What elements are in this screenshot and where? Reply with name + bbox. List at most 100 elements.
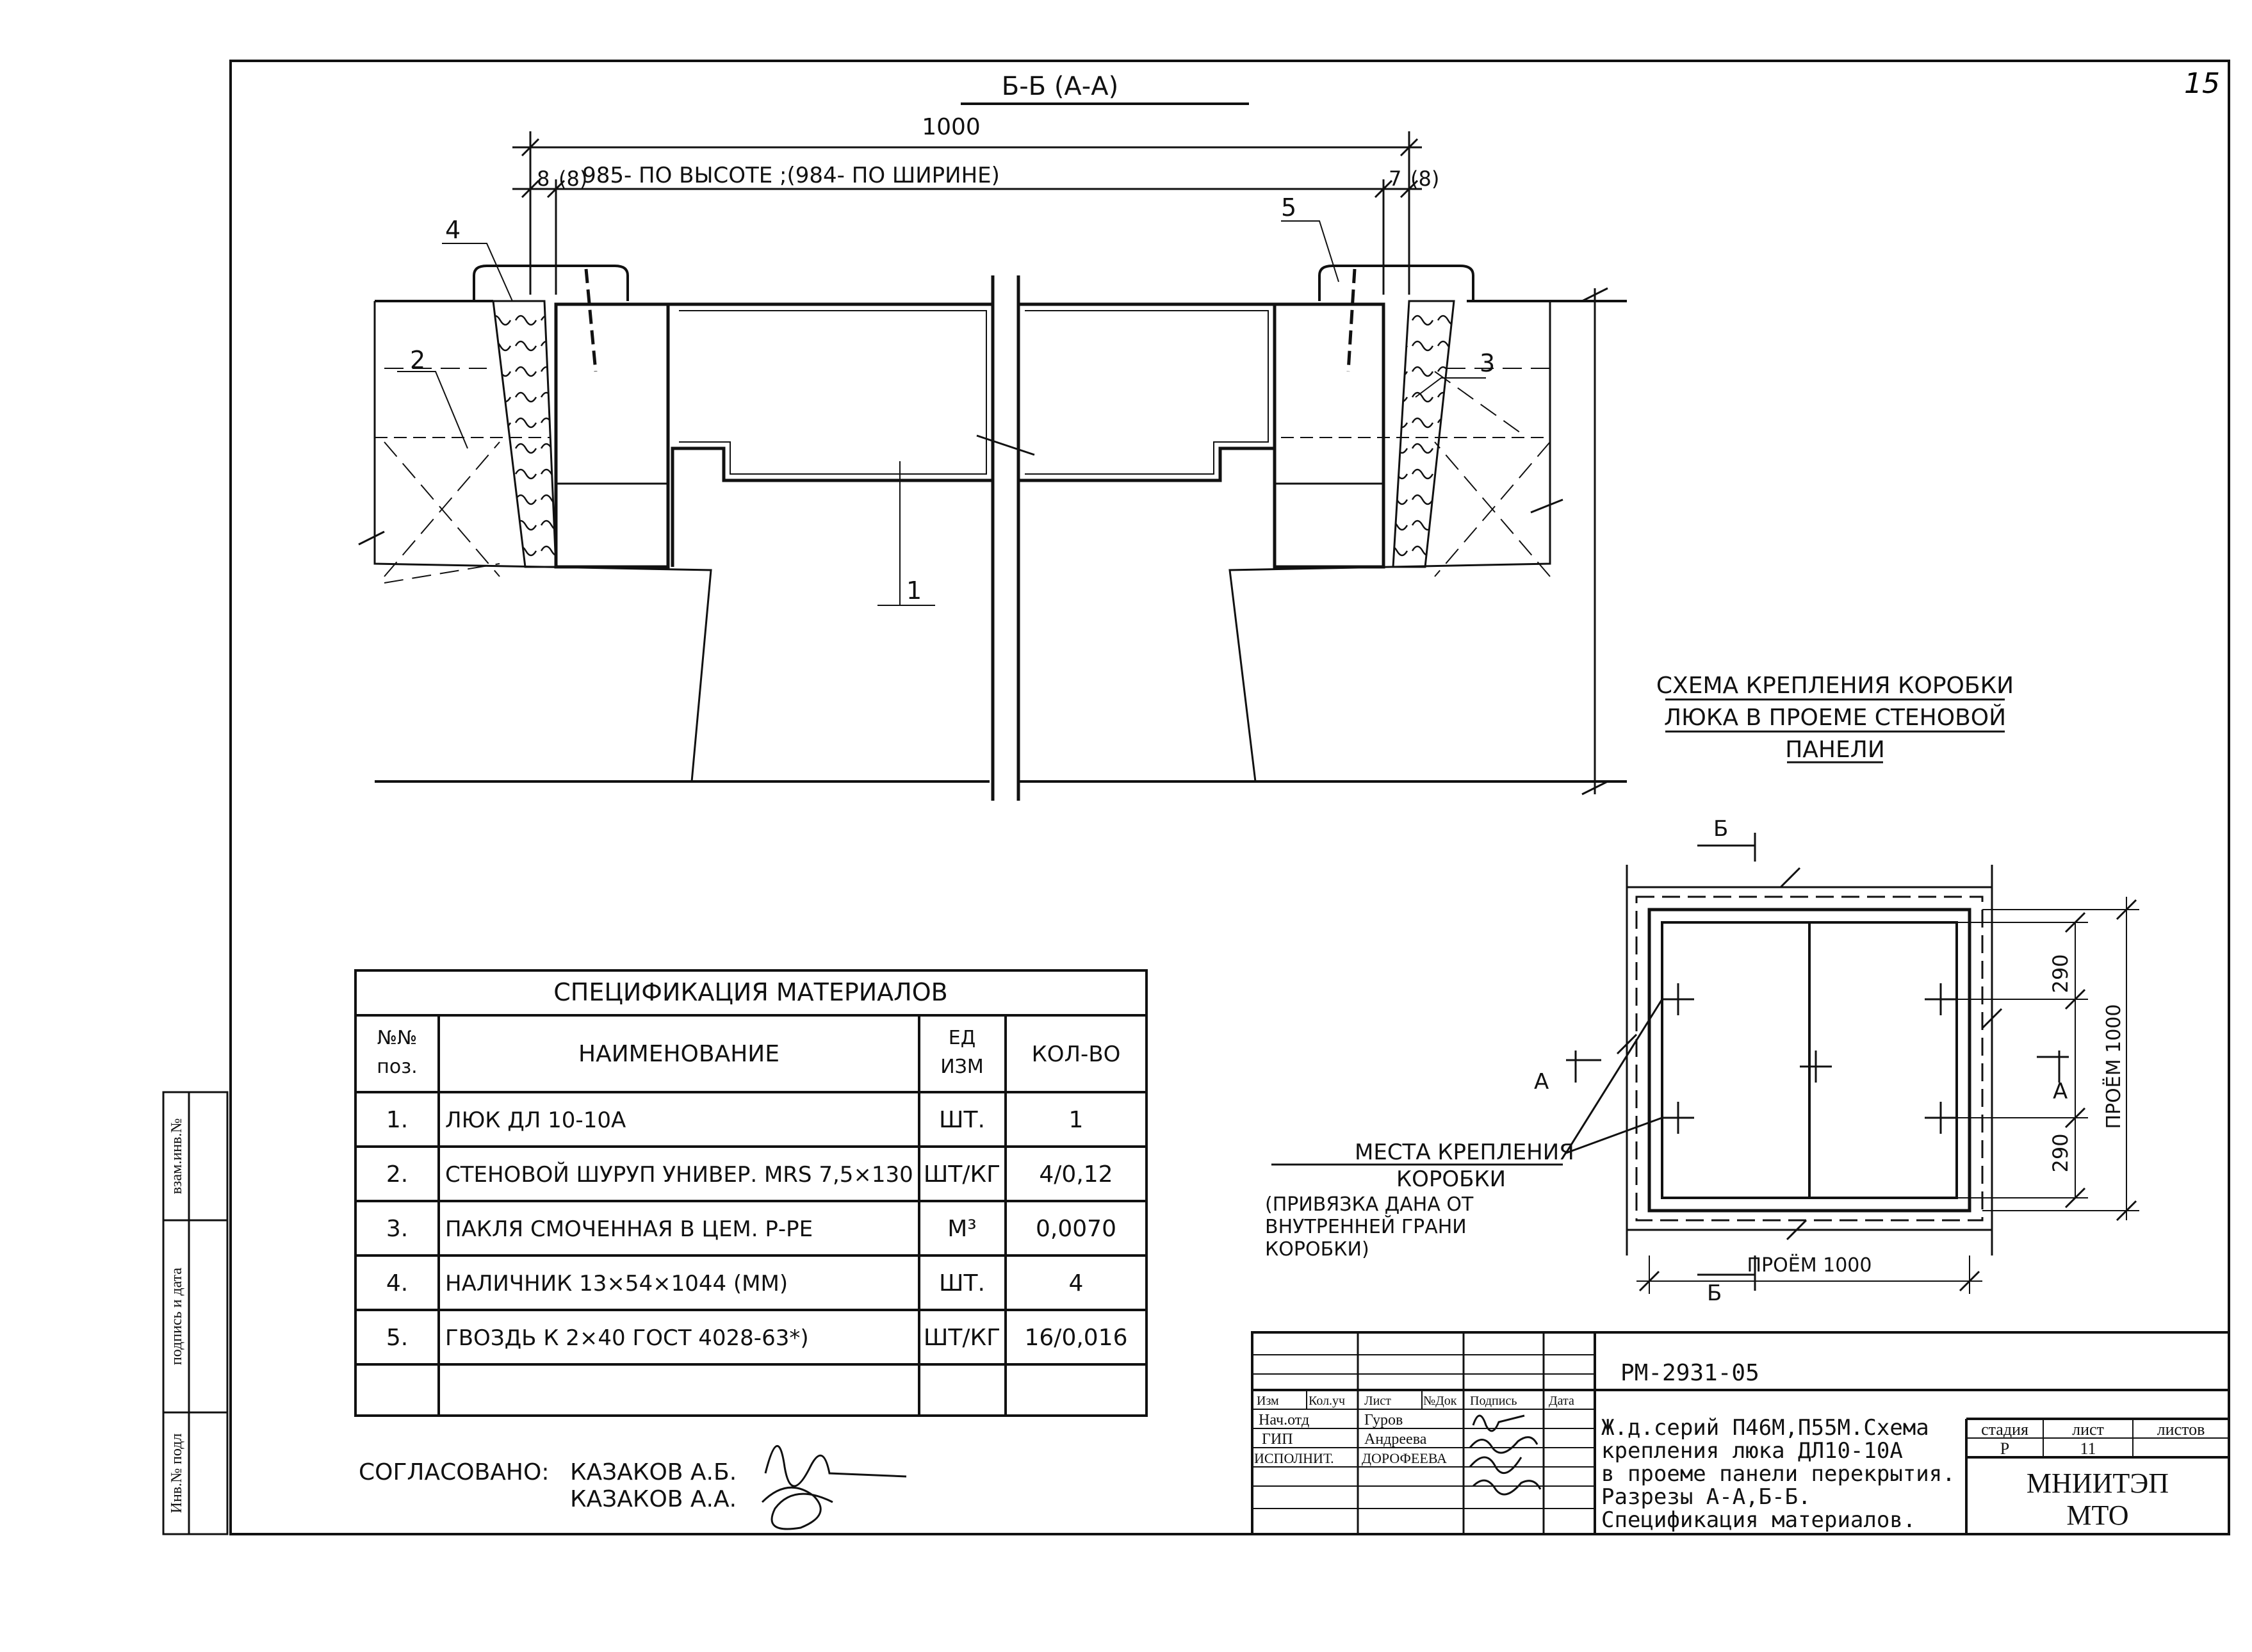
side-stamp-inv: Инв.№ подл xyxy=(168,1434,185,1514)
title-block xyxy=(1251,1331,2230,1535)
dim-290-bottom: 290 xyxy=(2048,1133,2073,1172)
side-stamp xyxy=(162,1091,229,1535)
right-tow-wedge xyxy=(1392,300,1455,568)
callout-5: 5 xyxy=(1281,193,1296,222)
dim-right-alt-label: (8) xyxy=(1410,167,1439,191)
dim-right-label: 7 xyxy=(1389,167,1401,191)
spec-cell-unit: ШТ/КГ xyxy=(924,1325,1000,1351)
left-casing-board xyxy=(473,265,629,301)
spec-title: СПЕЦИФИКАЦИЯ МАТЕРИАЛОВ xyxy=(553,978,947,1006)
spec-cell-unit: ШТ. xyxy=(939,1107,985,1133)
scheme-cut-b-top: Б xyxy=(1713,816,1728,842)
tb-role-1: Нач.отд xyxy=(1259,1412,1309,1428)
tb-desc-2: крепления люка ДЛ10-10А xyxy=(1601,1438,1903,1464)
spec-cell-unit: ШТ/КГ xyxy=(924,1161,1000,1188)
section-view: Б-Б (А-А) 1000 985- ПО ВЫСОТЕ ;(984- ПО … xyxy=(358,72,1627,801)
spec-cell-no: 2. xyxy=(386,1161,408,1188)
scheme-cut-b-bottom: Б xyxy=(1707,1280,1722,1306)
dim-inner-label: 985- ПО ВЫСОТЕ ;(984- ПО ШИРИНЕ) xyxy=(582,163,1000,188)
tb-desc-4: Разрезы А-А,Б-Б. xyxy=(1601,1484,1811,1510)
tb-org-line-1: МНИИТЭП xyxy=(2027,1468,2169,1499)
tb-org-line-2: МТО xyxy=(2066,1500,2128,1531)
tb-col-izm: Изм xyxy=(1257,1394,1279,1408)
spec-header-no-1: №№ xyxy=(377,1027,417,1049)
side-stamp-sign: подпись и дата xyxy=(168,1268,185,1366)
left-tow-wedge xyxy=(492,300,557,568)
doc-code: РМ-2931-05 xyxy=(1620,1360,1759,1386)
scheme-title-line-2: ЛЮКА В ПРОЕМЕ СТЕНОВОЙ xyxy=(1664,704,2006,731)
tb-col-date: Дата xyxy=(1549,1394,1574,1408)
title-block-signatures xyxy=(1469,1414,1542,1496)
tb-col-sign: Подпись xyxy=(1470,1394,1517,1408)
tb-role-3: ИСПОЛНИТ. xyxy=(1254,1450,1334,1466)
spec-cell-no: 3. xyxy=(386,1216,408,1242)
sheet-number: 15 xyxy=(2184,67,2220,100)
tb-col-list: Лист xyxy=(1364,1394,1391,1408)
spec-header-no-2: поз. xyxy=(377,1056,417,1078)
tb-stage-header: стадия xyxy=(1981,1420,2028,1439)
spec-cell-no: 5. xyxy=(386,1325,408,1351)
dim-290-top: 290 xyxy=(2048,954,2073,993)
fastening-note-3: КОРОБКИ) xyxy=(1265,1238,1369,1261)
spec-cell-name: ПАКЛЯ СМОЧЕННАЯ В ЦЕМ. Р-РЕ xyxy=(445,1216,813,1242)
agreed-name-2: КАЗАКОВ А.А. xyxy=(570,1486,737,1512)
dim-1000-label: 1000 xyxy=(922,114,981,140)
dim-left-label: 8 xyxy=(537,167,550,191)
section-title: Б-Б (А-А) xyxy=(1002,72,1118,101)
tb-name-1: Гуров xyxy=(1364,1412,1403,1428)
scheme-cut-a-left: А xyxy=(1534,1069,1549,1095)
tb-sheet-value: 11 xyxy=(2080,1439,2096,1458)
spec-header-unit-2: ИЗМ xyxy=(940,1056,984,1078)
agreed-label: СОГЛАСОВАНО: xyxy=(359,1459,549,1485)
fastening-label-1: МЕСТА КРЕПЛЕНИЯ xyxy=(1355,1140,1574,1165)
tb-role-2: ГИП xyxy=(1262,1431,1293,1448)
spec-cell-qty: 4 xyxy=(1069,1270,1084,1296)
agreed-name-1: КАЗАКОВ А.Б. xyxy=(570,1459,737,1485)
spec-header-name: НАИМЕНОВАНИЕ xyxy=(578,1041,779,1067)
spec-cell-unit: М³ xyxy=(947,1216,977,1242)
dim-opening-horizontal: ПРОЁМ 1000 xyxy=(1747,1254,1872,1277)
spec-cell-qty: 16/0,016 xyxy=(1025,1325,1128,1351)
side-stamp-replace: взам.инв.№ xyxy=(168,1118,185,1195)
callout-3: 3 xyxy=(1480,349,1495,377)
agreed-signature xyxy=(761,1444,907,1530)
spec-header-unit-1: ЕД xyxy=(949,1027,975,1049)
spec-cell-name: СТЕНОВОЙ ШУРУП УНИВЕР. MRS 7,5×130 xyxy=(445,1161,913,1188)
spec-cell-qty: 4/0,12 xyxy=(1039,1161,1113,1188)
right-casing-board xyxy=(1318,265,1474,301)
spec-rows: 1. ЛЮК ДЛ 10-10А ШТ. 1 2. СТЕНОВОЙ ШУРУП УНИВ… xyxy=(386,1107,1128,1351)
spec-cell-name: ЛЮК ДЛ 10-10А xyxy=(445,1108,626,1133)
tb-desc-5: Спецификация материалов. xyxy=(1601,1507,1916,1533)
tb-col-koluch: Кол.уч xyxy=(1309,1394,1345,1408)
fastening-note-1: (ПРИВЯЗКА ДАНА ОТ xyxy=(1265,1193,1474,1216)
callout-4: 4 xyxy=(445,216,461,244)
scheme-plan xyxy=(1565,833,2139,1294)
spec-cell-name: НАЛИЧНИК 13×54×1044 (ММ) xyxy=(445,1271,788,1296)
spec-cell-qty: 0,0070 xyxy=(1036,1216,1116,1242)
tb-stage-value: Р xyxy=(2000,1439,2009,1458)
tb-sheet-header: лист xyxy=(2072,1420,2104,1439)
sheet-frame xyxy=(229,60,2230,1535)
scheme-title: СХЕМА КРЕПЛЕНИЯ КОРОБКИ ЛЮКА В ПРОЕМЕ СТ… xyxy=(1656,673,2014,763)
scheme-title-line-1: СХЕМА КРЕПЛЕНИЯ КОРОБКИ xyxy=(1656,673,2014,699)
tb-name-3: ДОРОФЕЕВА xyxy=(1362,1450,1447,1466)
dim-opening-vertical: ПРОЁМ 1000 xyxy=(2102,1004,2125,1129)
callout-1: 1 xyxy=(906,577,922,605)
spec-cell-no: 1. xyxy=(386,1107,408,1133)
callout-2: 2 xyxy=(410,346,425,374)
tb-col-ndok: №Док xyxy=(1423,1394,1457,1408)
spec-cell-qty: 1 xyxy=(1069,1107,1084,1133)
tb-name-2: Андреева xyxy=(1364,1431,1427,1448)
spec-cell-unit: ШТ. xyxy=(939,1270,985,1296)
spec-header-qty: КОЛ-ВО xyxy=(1032,1042,1121,1067)
spec-cell-name: ГВОЗДЬ К 2×40 ГОСТ 4028-63*) xyxy=(445,1325,809,1351)
spec-cell-no: 4. xyxy=(386,1270,408,1296)
tb-desc-1: Ж.д.серий П46М,П55М.Схема xyxy=(1601,1415,1929,1441)
fastening-note-2: ВНУТРЕННЕЙ ГРАНИ xyxy=(1265,1215,1467,1238)
scheme-title-line-3: ПАНЕЛИ xyxy=(1785,737,1885,763)
spec-table xyxy=(354,969,1148,1417)
fastening-label-2: КОРОБКИ xyxy=(1396,1166,1506,1192)
tb-desc-3: в проеме панели перекрытия. xyxy=(1601,1461,1955,1487)
scheme-cut-a-right: А xyxy=(2053,1079,2068,1104)
